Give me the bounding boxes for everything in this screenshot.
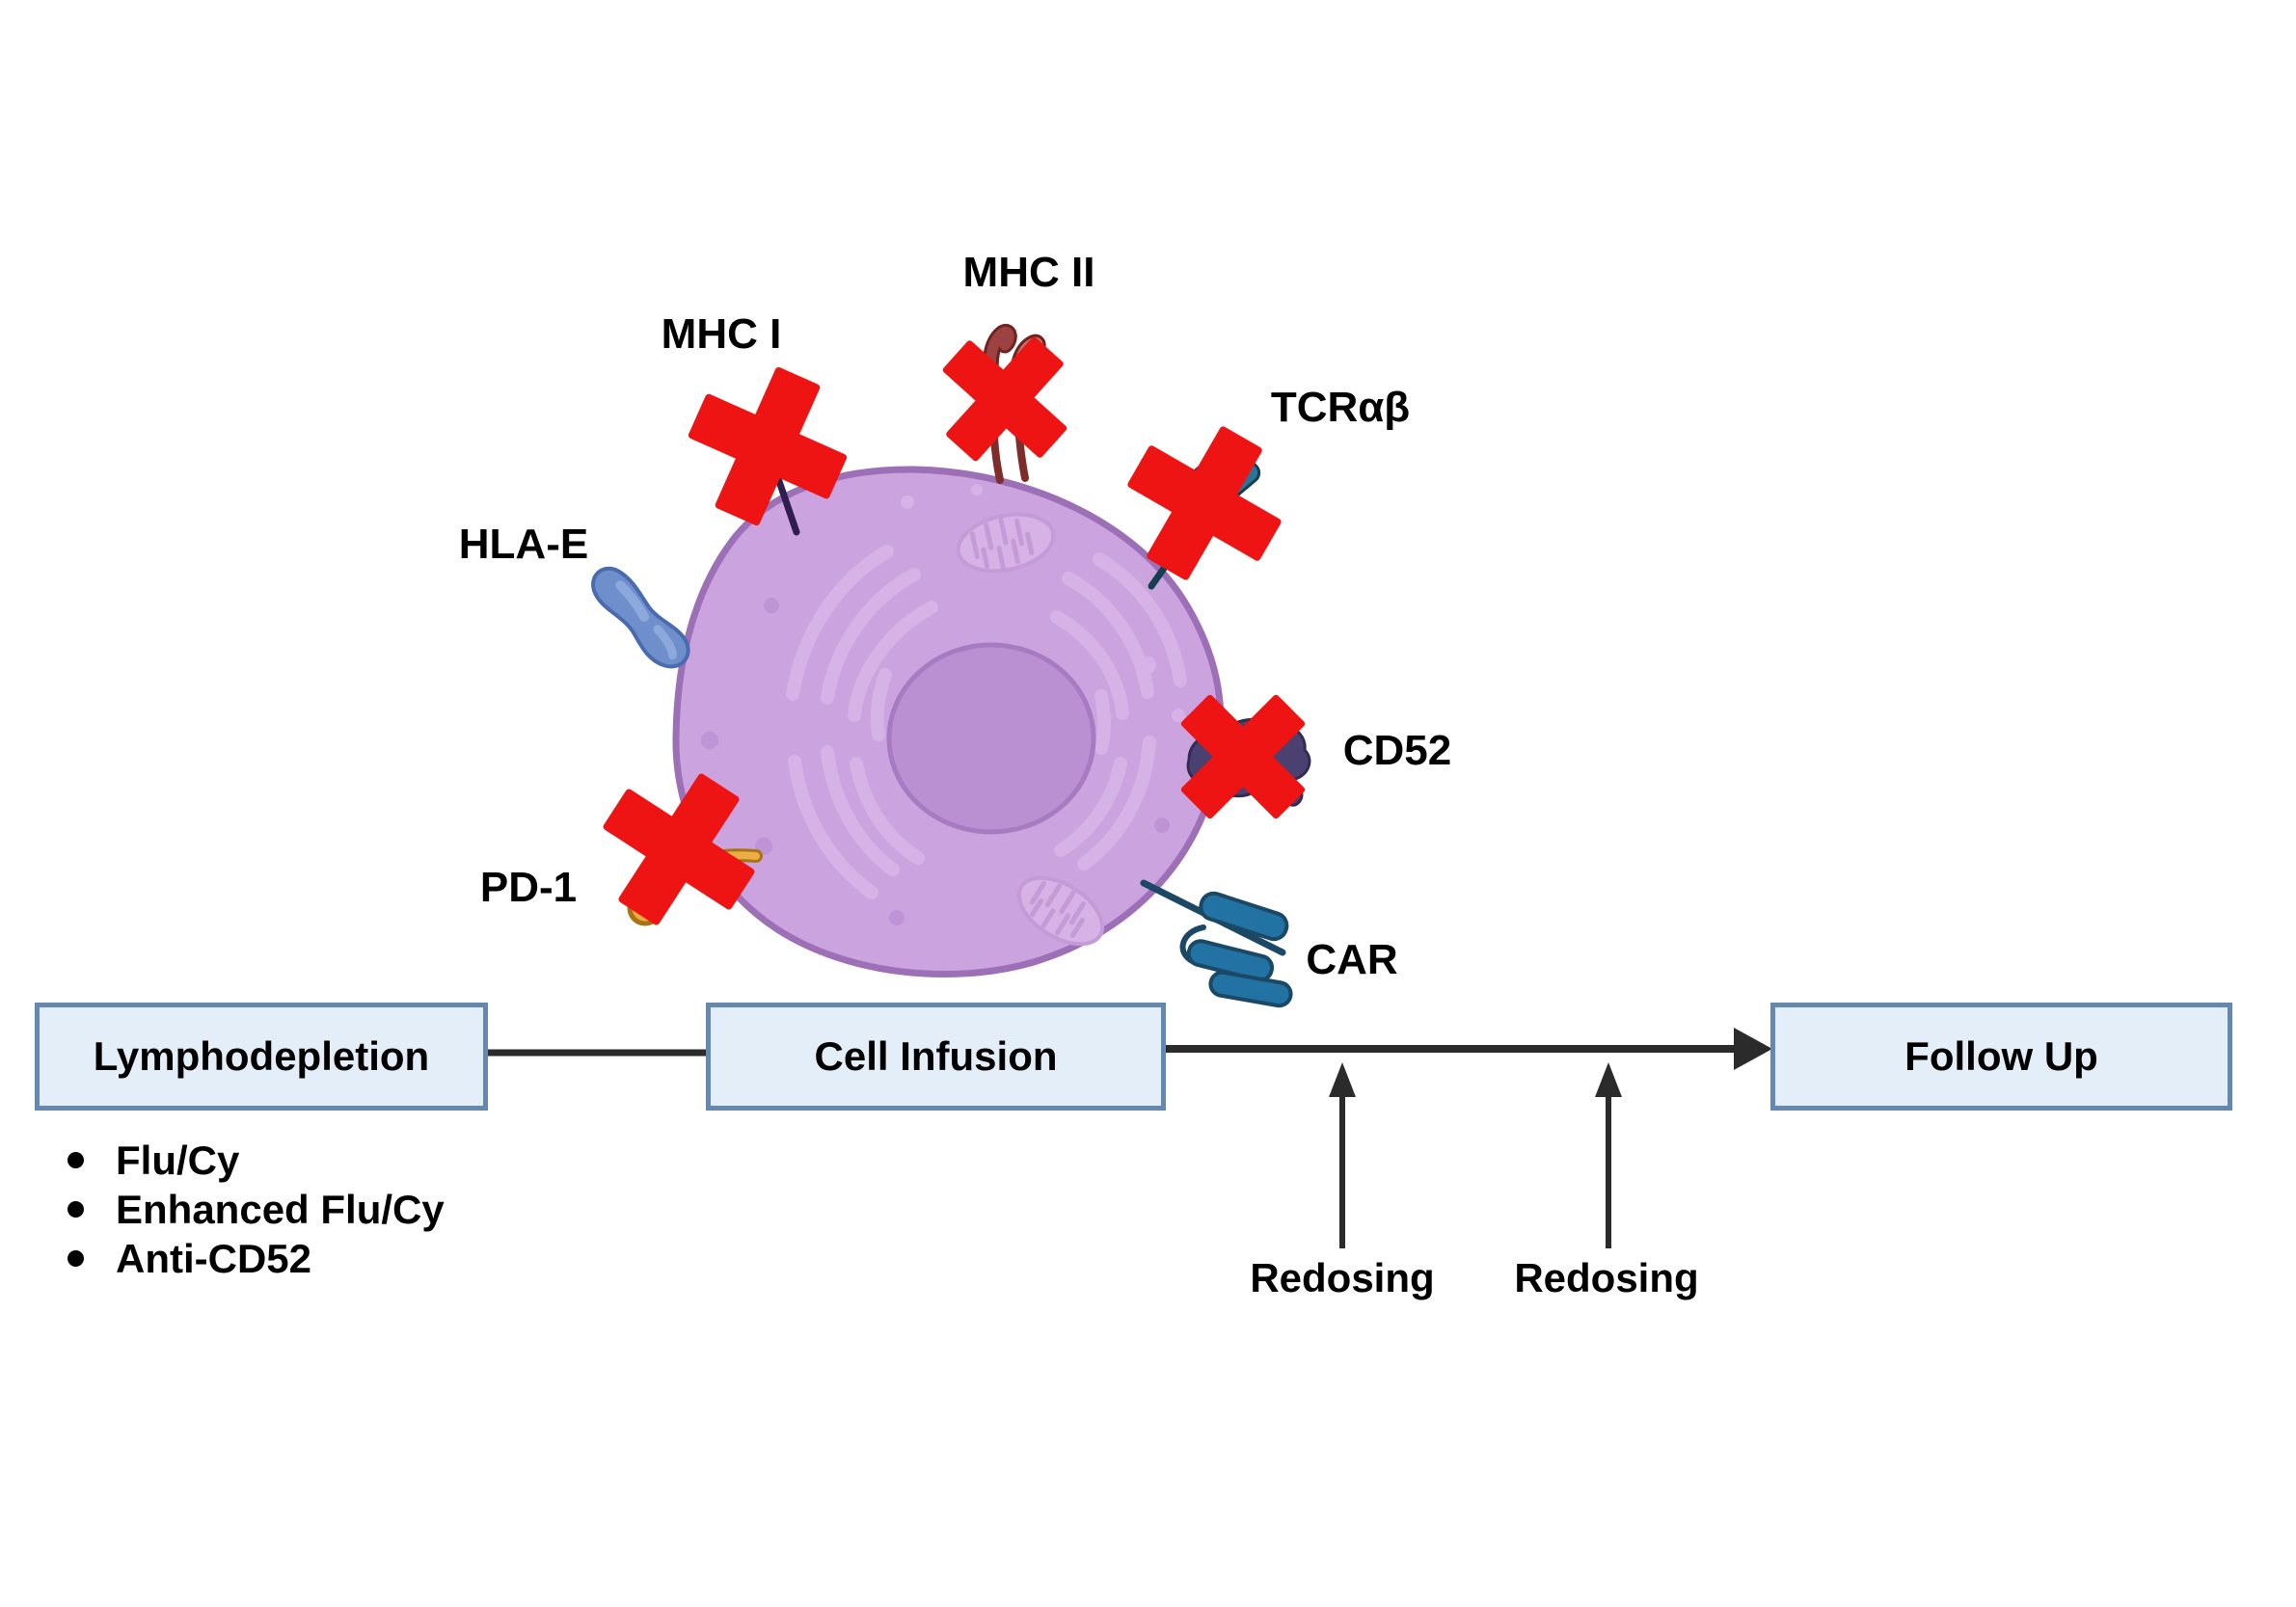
knockout-x-mhc1-icon: [688, 366, 848, 526]
list-item: Flu/Cy: [68, 1136, 445, 1185]
knockout-x-pd1-icon: [603, 773, 755, 925]
timeline-step-cell-infusion: Cell Infusion: [706, 1003, 1166, 1111]
bullet-icon: [68, 1201, 84, 1218]
timeline-connectors: [488, 1028, 1772, 1248]
endoplasmic-reticulum-icon: [786, 545, 1187, 899]
knockout-x-cd52-icon: [1180, 694, 1306, 819]
list-item: Enhanced Flu/Cy: [68, 1185, 445, 1234]
label-tcrab: TCRαβ: [1270, 384, 1411, 431]
label-redosing-2: Redosing: [1514, 1255, 1699, 1300]
knockout-x-tcr-icon: [1127, 426, 1282, 580]
mitochondrion-icon: [1016, 875, 1105, 947]
label-cd52: CD52: [1342, 727, 1452, 774]
list-item: Anti-CD52: [68, 1234, 445, 1283]
timeline-step-label: Cell Infusion: [814, 1033, 1058, 1079]
car-receptor-icon: [1140, 879, 1293, 1008]
label-mhc2: MHC II: [962, 249, 1095, 296]
label-mhc1: MHC I: [661, 310, 782, 358]
bullet-icon: [68, 1152, 84, 1168]
timeline-step-lymphodepletion: Lymphodepletion: [35, 1003, 488, 1111]
label-redosing-1: Redosing: [1250, 1255, 1435, 1300]
label-car: CAR: [1306, 936, 1398, 983]
hlae-receptor-icon: [591, 566, 690, 669]
label-pd1: PD-1: [479, 864, 578, 911]
timeline-step-follow-up: Follow Up: [1770, 1003, 2232, 1111]
bullet-label: Flu/Cy: [116, 1137, 240, 1183]
knockout-x-mhc2-icon: [942, 336, 1067, 462]
timeline-step-label: Follow Up: [1904, 1033, 2098, 1079]
timeline-step-label: Lymphodepletion: [93, 1033, 430, 1079]
lymphodepletion-bullet-list: Flu/Cy Enhanced Flu/Cy Anti-CD52: [68, 1136, 445, 1283]
t-cell: [672, 466, 1225, 978]
nucleus: [886, 642, 1096, 835]
bullet-label: Anti-CD52: [116, 1235, 312, 1281]
bullet-icon: [68, 1250, 84, 1267]
arrowhead-up-icon: [1329, 1062, 1356, 1097]
mitochondrion-icon: [956, 512, 1056, 574]
bullet-label: Enhanced Flu/Cy: [116, 1186, 445, 1232]
label-hlae: HLA-E: [458, 521, 589, 568]
arrowhead-right-icon: [1734, 1028, 1772, 1070]
arrowhead-up-icon: [1595, 1062, 1622, 1097]
